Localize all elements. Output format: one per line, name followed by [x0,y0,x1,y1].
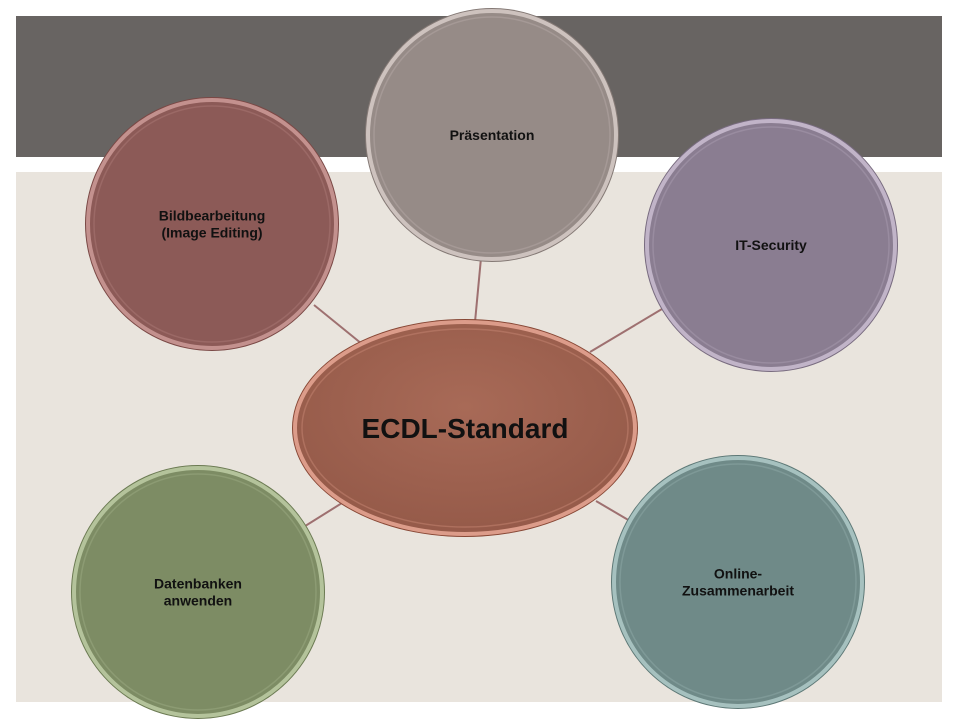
node-praesentation: Präsentation [365,8,619,262]
node-label-online-zusammenarbeit: Online- [714,565,763,581]
node-circle-it-security [645,119,897,371]
node-label-bildbearbeitung: (Image Editing) [161,224,262,240]
node-it-security: IT-Security [644,118,898,372]
node-inner-ring-datenbanken [79,473,317,711]
connector-online-zusammenarbeit [595,500,631,522]
node-bildbearbeitung: Bildbearbeitung(Image Editing) [85,97,339,351]
node-inner-ring-praesentation [373,16,611,254]
center-node-inner-ring [301,328,629,528]
node-circle-praesentation [366,9,618,261]
connector-it-security [589,308,663,353]
connector-praesentation [474,257,482,323]
node-circle-online-zusammenarbeit [612,456,864,708]
node-label-bildbearbeitung: Bildbearbeitung [159,207,266,223]
node-circle-datenbanken [72,466,324,718]
node-label-it-security: IT-Security [735,237,807,253]
node-online-zusammenarbeit: Online-Zusammenarbeit [611,455,865,709]
connector-datenbanken [301,502,343,529]
node-circle-bildbearbeitung [86,98,338,350]
connector-bildbearbeitung [313,304,363,345]
node-label-datenbanken: Datenbanken [154,575,242,591]
node-label-online-zusammenarbeit: Zusammenarbeit [682,582,794,598]
node-label-praesentation: Präsentation [450,127,535,143]
node-inner-ring-it-security [652,126,890,364]
node-label-datenbanken: anwenden [164,592,232,608]
center-node-label: ECDL-Standard [362,413,569,444]
center-node: ECDL-Standard [292,319,638,537]
node-inner-ring-bildbearbeitung [93,105,331,343]
node-inner-ring-online-zusammenarbeit [619,463,857,701]
center-node-ellipse [293,320,637,536]
